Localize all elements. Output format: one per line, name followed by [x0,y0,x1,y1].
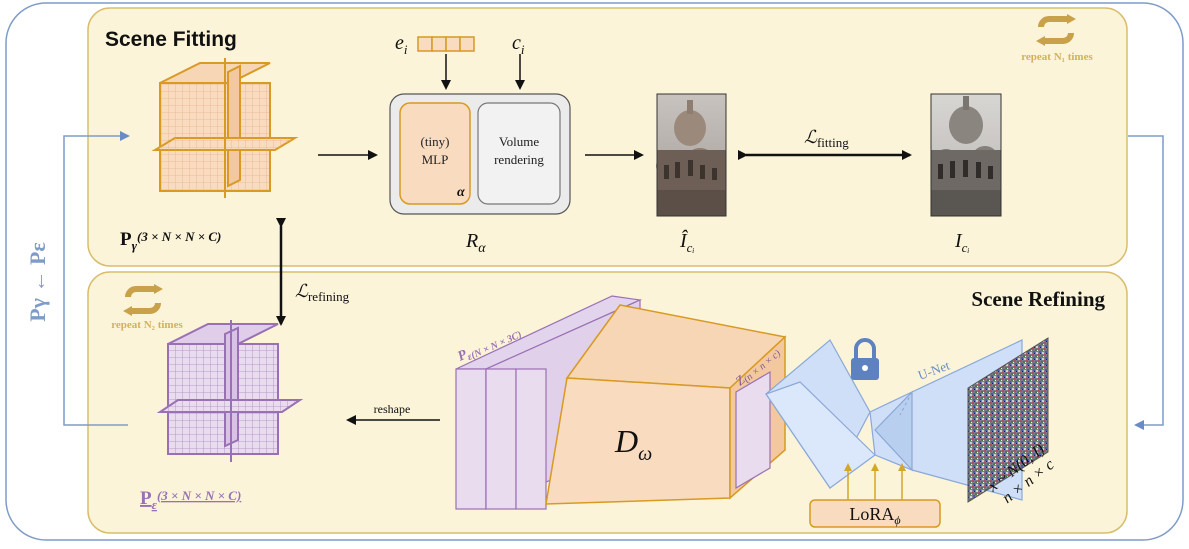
reshape-label: reshape [374,402,411,416]
lora-label: LoRAϕ [849,504,900,527]
triplane-peps [156,320,304,462]
mlp-line1: (tiny) [421,134,450,149]
mlp-param-alpha: α [457,185,465,200]
rendered-image-label: Îcᵢ [679,229,695,255]
lora-box [809,499,941,528]
update-label: Pγ ← Pε [25,242,50,322]
embedding-vector [417,36,475,52]
fitting-loss-label: ℒfitting [804,127,849,150]
triplane-pgamma [151,58,299,198]
volume-line2: rendering [494,152,544,167]
ground-truth-image [930,93,1002,217]
input-c-label: ci [512,32,525,57]
feedback-loop-left [63,131,130,426]
feedback-loop-right [1128,135,1164,430]
refining-loss-label: ℒrefining [295,281,350,304]
volume-rendering-box [477,102,561,205]
volume-line1: Volume [499,134,539,149]
mlp-line2: MLP [422,152,449,167]
peps-label: Pε(3 × N × N × C) [140,488,241,512]
repeat-icon-fitting [1036,14,1076,46]
decoder-block [545,304,787,505]
repeat-n2-label: repeat N₂ times [111,319,183,331]
scene-refining-title: Scene Refining [971,287,1105,311]
rendered-image [656,93,727,217]
renderer-label: Rα [465,230,486,256]
latent-z [735,370,771,490]
decoder-label: Dω [614,423,652,465]
pgamma-label: Pγ(3 × N × N × C) [120,229,221,253]
noise-image [967,337,1049,503]
input-e-label: ei [395,32,408,57]
scene-fitting-panel [87,7,1128,267]
repeat-icon-refining [123,284,163,316]
scene-fitting-title: Scene Fitting [105,28,237,51]
lock-icon [851,338,879,380]
repeat-n1-label: repeat N₁ times [1021,51,1093,63]
mlp-box [399,102,471,205]
ground-truth-label: Icᵢ [954,230,970,255]
